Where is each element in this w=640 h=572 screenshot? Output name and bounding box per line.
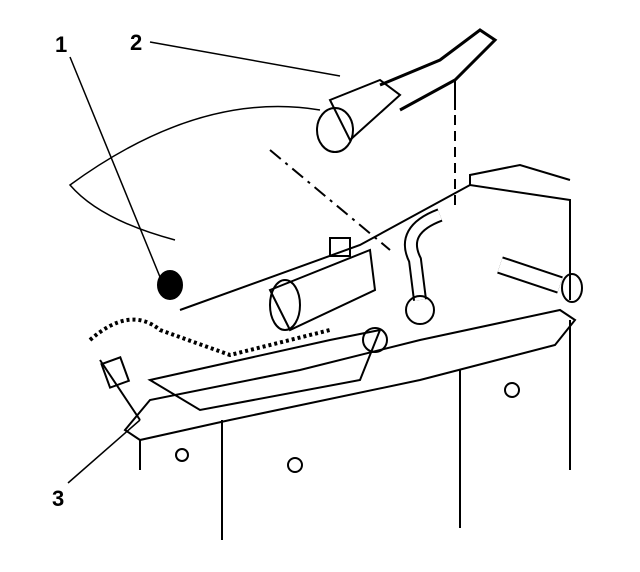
fuel-pump-motor (147, 237, 435, 412)
callout-1: 1 (55, 32, 68, 57)
callout-3: 3 (52, 486, 65, 511)
bracket-plate (123, 308, 577, 540)
leader-line-3 (67, 419, 141, 484)
housing-outline (179, 163, 583, 311)
sensor-harness (68, 28, 498, 300)
leader-line-1 (69, 56, 161, 278)
leader-line-2 (149, 41, 341, 77)
leader-lines (67, 41, 341, 484)
callout-2: 2 (130, 30, 143, 55)
wire-loom-left (88, 317, 331, 421)
